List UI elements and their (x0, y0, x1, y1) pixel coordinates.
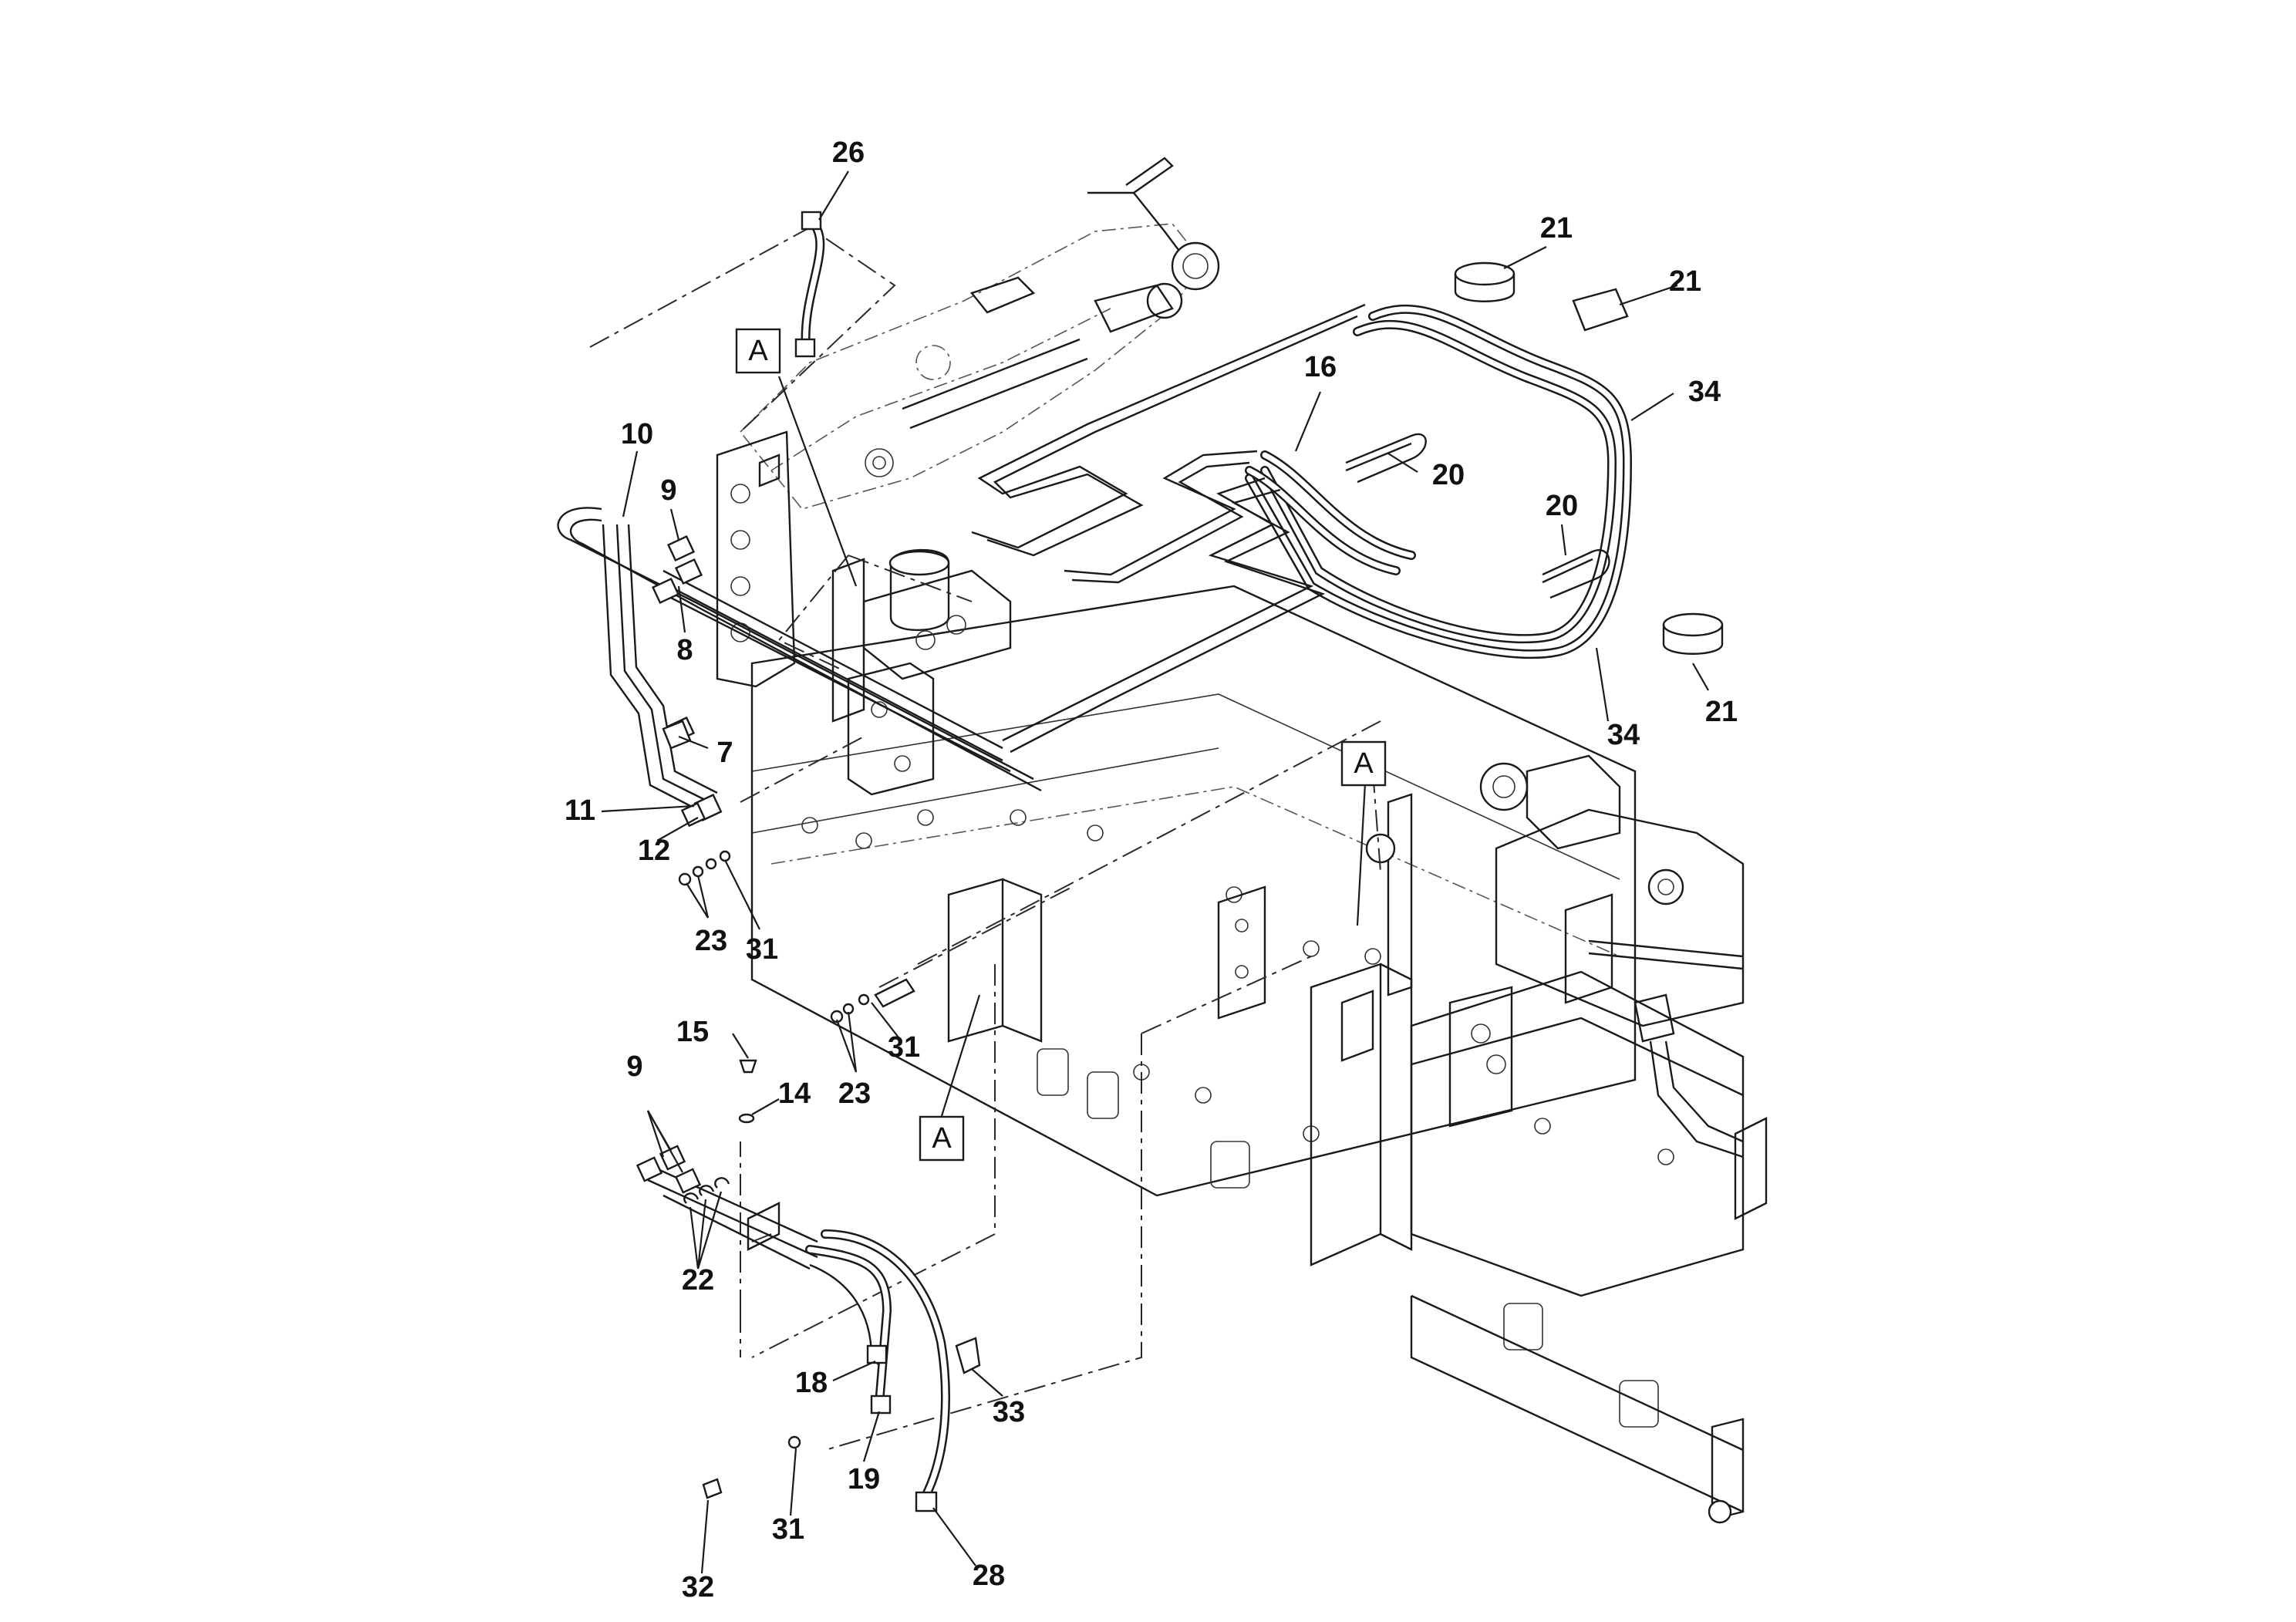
callout-28: 28 (973, 1560, 1005, 1592)
reference-boxes: A A A (735, 328, 1387, 1162)
small-parts (662, 261, 1724, 1499)
callout-15: 15 (676, 1016, 709, 1048)
callout-26: 26 (832, 137, 865, 169)
callout-21-top: 21 (1540, 212, 1573, 244)
callout-20-upper: 20 (1432, 459, 1465, 491)
callout-9-lower: 9 (626, 1050, 642, 1083)
callout-21-lower: 21 (1705, 696, 1738, 728)
callout-16: 16 (1304, 351, 1337, 383)
callout-31-bottom: 31 (772, 1513, 804, 1546)
callout-34-lower: 34 (1607, 719, 1640, 751)
callout-18: 18 (795, 1367, 828, 1399)
callout-21-right: 21 (1669, 265, 1701, 298)
ref-a-2: A (1354, 747, 1374, 780)
callout-7: 7 (716, 737, 733, 769)
callout-19: 19 (848, 1463, 880, 1496)
machine-frame (716, 157, 1768, 1524)
callout-14: 14 (778, 1077, 811, 1110)
leader-lines (601, 170, 1709, 1574)
callout-20-lower: 20 (1546, 490, 1578, 522)
assembly-lines (589, 226, 1381, 1451)
callout-22: 22 (682, 1264, 714, 1297)
hose-assemblies (557, 211, 1633, 1512)
callout-9-upper: 9 (660, 474, 676, 507)
ref-a-1: A (748, 335, 768, 367)
callout-23-lower: 23 (838, 1077, 871, 1110)
callout-32: 32 (682, 1571, 714, 1603)
callout-12: 12 (638, 835, 670, 867)
callout-labels: 26 21 21 34 16 20 20 21 34 10 9 8 7 11 1… (565, 137, 1738, 1603)
beam-holes (801, 809, 1381, 1142)
callout-11: 11 (565, 794, 595, 827)
callout-8: 8 (676, 634, 693, 666)
callout-33: 33 (993, 1396, 1025, 1428)
callout-31-middle: 31 (888, 1031, 920, 1064)
callout-10: 10 (621, 418, 653, 450)
callout-31-upper: 31 (746, 933, 778, 966)
ref-a-3: A (932, 1122, 952, 1155)
callout-34-top: 34 (1688, 376, 1721, 408)
callout-23-upper: 23 (695, 925, 727, 957)
